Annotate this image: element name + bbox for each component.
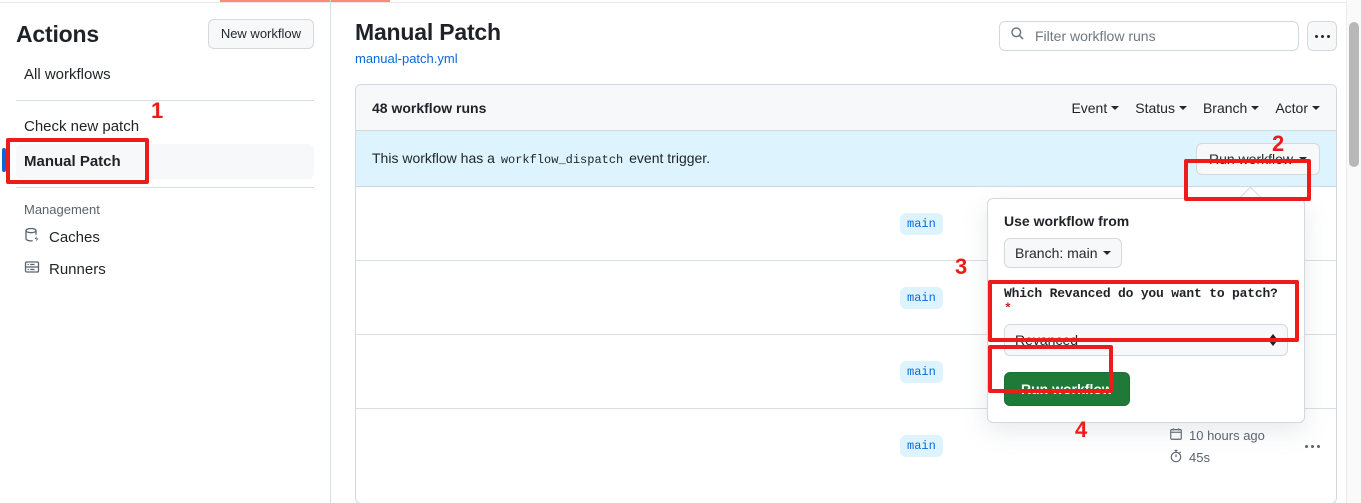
sidebar-item-label-runners: Runners (49, 260, 106, 278)
filter-event[interactable]: Event (1071, 99, 1120, 116)
dispatch-text-after: event trigger. (629, 150, 711, 166)
select-stepper-icon (1269, 334, 1277, 346)
page-title: Actions (16, 20, 99, 47)
branch-selector-button[interactable]: Branch: main (1004, 238, 1123, 268)
workflow-header: Manual Patch manual-patch.yml (355, 17, 1337, 66)
sidebar-divider-1 (16, 100, 314, 101)
cache-icon (24, 227, 40, 247)
dispatch-event-code: workflow_dispatch (500, 153, 624, 167)
run-duration-text: 45s (1189, 449, 1210, 465)
run-workflow-dropdown: Use workflow from Branch: main Which Rev… (987, 198, 1305, 423)
workflow-input-field[interactable]: Revanced (1004, 324, 1288, 356)
workflow-dispatch-banner: This workflow has a workflow_dispatch ev… (356, 131, 1336, 187)
branch-badge[interactable]: main (900, 286, 943, 309)
sidebar-item-manual-patch[interactable]: Manual Patch (2, 144, 314, 179)
sidebar-item-caches[interactable]: Caches (16, 221, 314, 253)
scrollbar-thumb[interactable] (1349, 22, 1359, 167)
run-age-text: 10 hours ago (1189, 427, 1265, 443)
sidebar-item-label-caches: Caches (49, 228, 100, 246)
chevron-down-icon (1111, 105, 1120, 110)
kebab-horizontal-icon (1314, 34, 1330, 38)
workflow-input-label: Which Revanced do you want to patch? * (1004, 286, 1288, 316)
table-row[interactable]: main (356, 187, 1336, 261)
sidebar-item-check-new-patch[interactable]: Check new patch (24, 118, 140, 135)
runs-panel-header: 48 workflow runs Event Status Branch (356, 85, 1336, 131)
top-divider (0, 2, 1361, 3)
actions-sidebar: Actions New workflow All workflows Check… (0, 3, 330, 503)
branch-selector-label: Branch: main (1015, 245, 1098, 261)
dispatch-banner-text: This workflow has a workflow_dispatch ev… (372, 150, 710, 167)
runners-icon (24, 259, 40, 279)
run-meta-cell: 10 hours ago (1100, 427, 1320, 466)
page-scrollbar[interactable] (1346, 0, 1361, 503)
run-branch-cell: main (900, 435, 1100, 457)
sidebar-header: Actions New workflow (16, 3, 314, 57)
required-marker: * (1004, 301, 1012, 316)
filter-actor[interactable]: Actor (1275, 100, 1320, 116)
run-workflow-button[interactable]: Run workflow (1195, 142, 1320, 175)
sidebar-item-runners[interactable]: Runners (16, 253, 314, 285)
calendar-icon (1169, 427, 1183, 444)
run-branch-cell: main (900, 212, 1100, 235)
run-workflow-button-label: Run workflow (1208, 150, 1293, 167)
row-kebab-menu-button[interactable] (1305, 444, 1320, 448)
header-actions (999, 21, 1337, 51)
header-kebab-menu-button[interactable] (1307, 21, 1337, 51)
table-row[interactable]: main (356, 261, 1336, 335)
runs-filters: Event Status Branch Actor (1071, 100, 1320, 116)
new-workflow-button[interactable]: New workflow (207, 19, 314, 49)
chevron-down-icon (1103, 251, 1112, 255)
run-age: 10 hours ago (1169, 427, 1289, 444)
table-row[interactable]: main (356, 409, 1336, 483)
filter-branch[interactable]: Branch (1202, 99, 1260, 116)
dispatch-text-before: This workflow has a (372, 150, 495, 166)
chevron-down-icon (1312, 105, 1320, 110)
workflow-input-value: Revanced (1015, 332, 1079, 348)
filter-branch-label: Branch (1202, 99, 1248, 116)
run-duration: 45s (1169, 449, 1289, 466)
use-workflow-from-label: Use workflow from (1004, 213, 1130, 229)
filter-status-label: Status (1135, 99, 1175, 116)
sidebar-item-all-workflows[interactable]: All workflows (24, 66, 111, 83)
run-branch-cell: main (900, 286, 1100, 309)
workflow-file-link[interactable]: manual-patch.yml (355, 51, 458, 66)
workflow-title-block: Manual Patch manual-patch.yml (355, 17, 501, 66)
branch-badge[interactable]: main (900, 435, 943, 457)
run-branch-cell: main (900, 360, 1100, 383)
filter-actor-label: Actor (1275, 99, 1308, 116)
chevron-down-icon (1251, 105, 1260, 110)
branch-badge[interactable]: main (900, 360, 943, 383)
page-loading-indicator (220, 0, 390, 3)
search-icon (1010, 26, 1025, 46)
workflow-name: Manual Patch (355, 19, 501, 45)
sidebar-divider-2 (16, 187, 314, 188)
branch-badge[interactable]: main (900, 212, 943, 235)
run-workflow-submit-button[interactable]: Run workflow (1004, 372, 1130, 406)
filter-status[interactable]: Status (1135, 100, 1187, 116)
chevron-down-icon (1178, 105, 1187, 110)
stopwatch-icon (1169, 449, 1183, 466)
filter-event-label: Event (1071, 99, 1108, 116)
sidebar-section-management: Management (24, 202, 100, 217)
workflow-runs-count: 48 workflow runs (372, 99, 487, 116)
search-input-wrapper[interactable] (999, 21, 1299, 51)
main-content: Manual Patch manual-patch.yml (331, 3, 1361, 503)
run-meta-stack: 10 hours ago (1169, 427, 1289, 466)
workflow-input-label-text: Which Revanced do you want to patch? (1004, 286, 1278, 301)
search-input[interactable] (1033, 27, 1288, 45)
sidebar-vertical-divider (330, 0, 331, 503)
chevron-down-icon (1299, 156, 1307, 161)
